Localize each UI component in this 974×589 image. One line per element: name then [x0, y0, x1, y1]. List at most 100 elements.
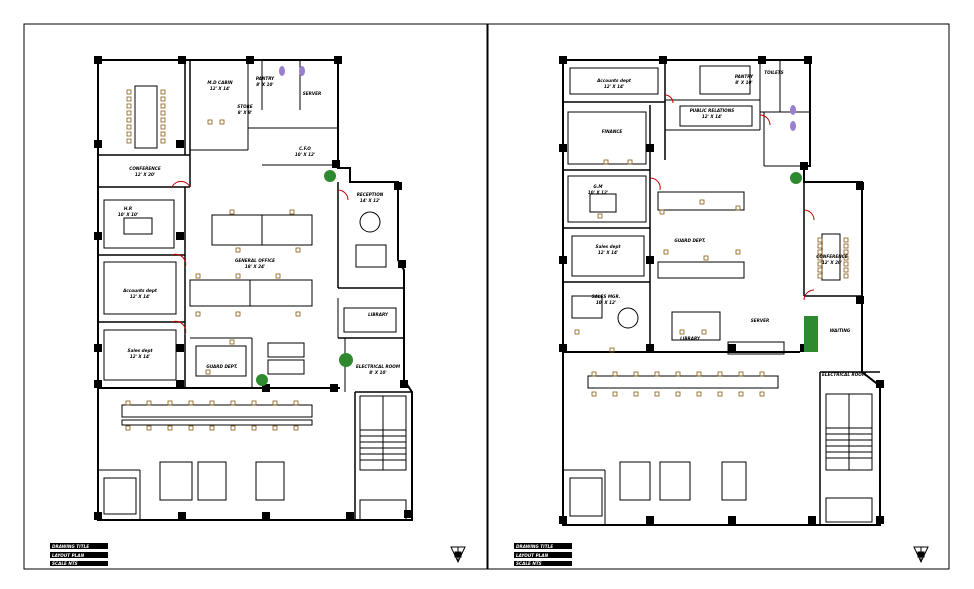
title-block-text: SCALE NTS: [52, 561, 78, 566]
chair: [703, 255, 709, 261]
chair: [843, 255, 849, 261]
chair: [160, 89, 166, 95]
chair: [229, 339, 235, 345]
room-dimension-pantry: 8' X 10': [256, 82, 273, 87]
room-label-md-cabin: M.D CABIN: [207, 80, 233, 85]
room-label-pantry: PANTRY: [735, 74, 754, 79]
room-dimension-reception: 14' X 12': [360, 198, 380, 203]
workstation-cluster: [657, 261, 745, 279]
door-swing: [649, 177, 661, 191]
title-block-bar: [514, 543, 572, 549]
room-label-sales-mgr: SALES MGR.: [592, 294, 621, 299]
structural-column: [94, 512, 102, 520]
chair: [591, 391, 597, 397]
chair: [160, 124, 166, 130]
chair: [295, 247, 301, 253]
chair: [633, 371, 639, 377]
chair: [126, 138, 132, 144]
right-sheet-border: [487, 23, 950, 570]
structural-column: [559, 56, 567, 64]
room-label-toilets: TOILETS: [764, 70, 783, 75]
chair: [738, 391, 744, 397]
title-block-bar: [514, 561, 572, 566]
structural-column: [398, 260, 406, 268]
chair: [817, 249, 823, 255]
structural-column: [559, 344, 567, 352]
chair: [597, 213, 603, 219]
toilet-fixture-icon: [279, 66, 285, 76]
chair: [696, 391, 702, 397]
structural-column: [404, 510, 412, 518]
chair: [251, 425, 257, 431]
left-sheet-border: [23, 23, 488, 570]
structural-column: [346, 512, 354, 520]
hr-room-outline: [103, 199, 175, 249]
chair: [843, 273, 849, 279]
server-rack: [267, 342, 305, 358]
chair: [235, 247, 241, 253]
room-label-general-office: GENERAL OFFICE: [235, 258, 275, 263]
gm-desk: [589, 193, 617, 213]
room-label-waiting: WAITING: [830, 328, 851, 333]
title-block-text: DRAWING TITLE: [52, 544, 89, 549]
reception-desk: [355, 244, 387, 268]
chair: [195, 273, 201, 279]
structural-column: [330, 384, 338, 392]
toilet-fixture-icon: [790, 105, 796, 115]
structural-column: [176, 344, 184, 352]
room-dimension-accounts: 12' X 14': [130, 294, 150, 299]
chair: [209, 425, 215, 431]
chair: [609, 347, 615, 353]
chair: [843, 237, 849, 243]
room-label-sales: Sales dept: [596, 244, 622, 249]
room-label-pantry: PANTRY: [256, 76, 275, 81]
chair: [207, 119, 213, 125]
chair: [759, 371, 765, 377]
structural-column: [646, 256, 654, 264]
chair: [126, 124, 132, 130]
structural-column: [400, 380, 408, 388]
lift-lobby: [359, 499, 407, 521]
room-label-server: SERVER: [303, 91, 321, 96]
structural-column: [394, 182, 402, 190]
chair: [696, 371, 702, 377]
door-swing: [171, 320, 187, 336]
waiting-seat-block: [659, 461, 691, 501]
chair: [205, 369, 211, 375]
chair: [188, 425, 194, 431]
room-label-guard-dept: GUARD DEPT.: [674, 238, 706, 243]
server-rack: [267, 359, 305, 375]
chair: [612, 371, 618, 377]
chair: [235, 273, 241, 279]
structural-column: [178, 56, 186, 64]
title-block-bar: [50, 552, 108, 558]
chair: [167, 425, 173, 431]
room-dimension-sales: 12' X 14': [598, 250, 618, 255]
north-arrow-icon: [450, 546, 466, 564]
room-dimension-conference: 12' X 20': [135, 172, 155, 177]
door-swing: [337, 189, 349, 201]
chair: [817, 255, 823, 261]
chair: [663, 249, 669, 255]
title-block-text: LAYOUT PLAN: [516, 553, 549, 558]
room-label-conference: CONFERENCE: [129, 166, 161, 171]
chair: [293, 400, 299, 406]
chair: [272, 425, 278, 431]
chair: [843, 249, 849, 255]
room-dimension-sales: 12' X 14': [130, 354, 150, 359]
structural-column: [332, 160, 340, 168]
structural-column: [334, 56, 342, 64]
chair: [701, 329, 707, 335]
room-label-accounts: Accounts dept: [122, 288, 158, 293]
toilet-block: [103, 477, 137, 515]
structural-column: [856, 296, 864, 304]
chair: [160, 110, 166, 116]
chair: [289, 209, 295, 215]
chair: [160, 117, 166, 123]
room-dimension-pantry: 8' X 10': [735, 80, 752, 85]
chair: [717, 371, 723, 377]
toilet-fixture-icon: [790, 121, 796, 131]
chair: [126, 103, 132, 109]
